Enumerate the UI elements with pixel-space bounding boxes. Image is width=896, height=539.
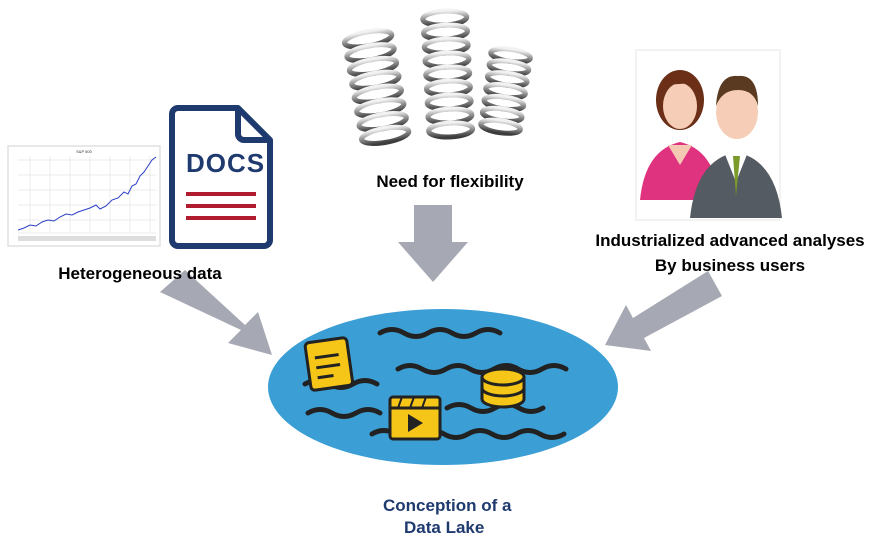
docs-text: DOCS — [186, 148, 266, 178]
video-icon — [388, 395, 442, 441]
data-lake-ellipse — [268, 309, 618, 465]
springs-icon — [341, 8, 533, 146]
flexibility-label: Need for flexibility — [376, 172, 524, 191]
chart-thumbnail-title: S&P 500 — [76, 149, 92, 154]
lake-title-line2: Data Lake — [404, 518, 485, 537]
docs-file-icon — [169, 105, 273, 249]
database-icon — [480, 367, 526, 409]
business-users-icon — [635, 49, 782, 221]
arrow-center — [398, 205, 468, 282]
lake-title-line1: Conception of a — [383, 496, 512, 515]
stock-chart-thumbnail — [7, 145, 161, 247]
heterogeneous-data-label: Heterogeneous data — [58, 264, 222, 283]
arrow-left — [160, 270, 272, 355]
analyses-label-line1: Industrialized advanced analyses — [595, 231, 865, 250]
analyses-label-line2: By business users — [654, 256, 806, 275]
arrow-right — [605, 271, 722, 351]
document-icon — [303, 336, 354, 392]
